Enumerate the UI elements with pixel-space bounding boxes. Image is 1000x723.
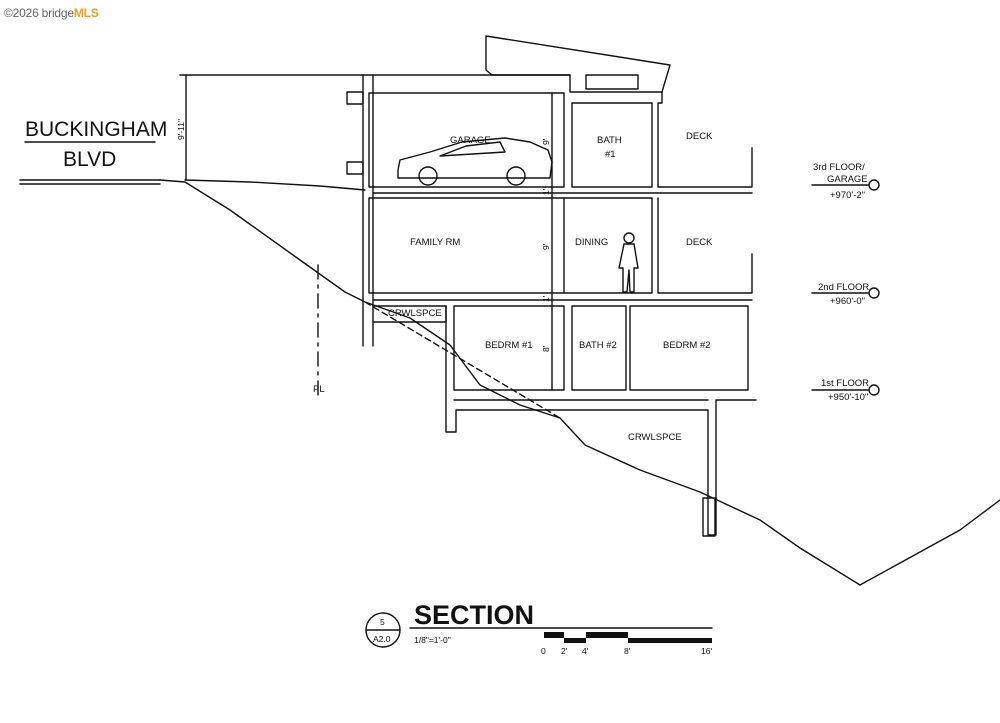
watermark-brand: MLS (73, 6, 99, 20)
skylight (585, 74, 639, 90)
crawl-upper-label: CRWLSPCE (388, 308, 442, 319)
dim-slab2-label: 1' (541, 295, 551, 302)
street-name-line2: BLVD (63, 148, 116, 171)
foundation-outline (445, 305, 757, 536)
scale-tick-2: 2' (561, 646, 568, 656)
bath1-room (571, 102, 653, 188)
bath2-label: BATH #2 (579, 340, 617, 351)
level1-marker (868, 384, 880, 396)
bedrm2-label: BEDRM #2 (663, 340, 711, 351)
dim-bedroom-label: 8' (541, 345, 551, 352)
bedrm1-room (453, 305, 565, 391)
level2-name: 2nd FLOOR (818, 282, 869, 293)
bath1-label-line2: #1 (605, 149, 616, 160)
level3-name-line2: GARAGE (827, 174, 868, 185)
wall-bump-lower (346, 161, 364, 175)
watermark-prefix: ©2026 bridge (4, 6, 74, 20)
street-name-line1: BUCKINGHAM (25, 118, 167, 141)
scale-tick-8: 8' (624, 646, 631, 656)
garage-room (368, 92, 565, 188)
deck-upper-outline (657, 91, 753, 188)
graphic-scale (544, 632, 712, 643)
crawl-lower-label: CRWLSPCE (628, 432, 682, 443)
family-room (368, 197, 653, 294)
bedrm1-label: BEDRM #1 (485, 340, 533, 351)
dining-label: DINING (575, 237, 608, 248)
bath2-room (571, 305, 627, 391)
dim-family-label: 9' (541, 243, 551, 250)
section-scale: 1/8"=1'-0" (414, 635, 451, 645)
property-line-label: PL (313, 384, 325, 395)
section-title: SECTION (414, 600, 534, 630)
car-window (439, 141, 506, 157)
existing-grade-dashed (364, 301, 561, 419)
deck-lower-label: DECK (686, 237, 713, 248)
roof (485, 35, 671, 93)
scale-tick-16: 16' (701, 646, 712, 656)
deck-lower-outline (657, 197, 753, 294)
family-room-label: FAMILY RM (410, 237, 460, 248)
level2-marker (868, 287, 880, 299)
section-number: 5 (380, 617, 385, 627)
car-wheel-rear (506, 166, 526, 186)
ground-line (159, 179, 1000, 586)
bedrm2-room (629, 305, 749, 391)
existing-grade-line (184, 179, 366, 191)
car-body (397, 137, 553, 179)
dim-slab1-label: 1' (541, 188, 551, 195)
dim-left-label: 9'-11" (176, 119, 186, 140)
scale-tick-4: 4' (582, 646, 589, 656)
section-sheet: A2.0 (373, 634, 391, 644)
deck-upper-label: DECK (686, 131, 713, 142)
car-wheel-front (418, 166, 438, 186)
footing (702, 497, 716, 537)
human-head (623, 232, 635, 244)
level2-elevation: +960'-0" (830, 296, 865, 307)
level1-name: 1st FLOOR (821, 378, 869, 389)
level3-elevation: +970'-2" (830, 190, 865, 201)
watermark: ©2026 bridgeMLS (4, 6, 99, 20)
level3-marker (868, 179, 880, 191)
garage-label: GARAGE (450, 135, 491, 146)
human-body (618, 243, 639, 293)
scale-tick-0: 0 (541, 646, 546, 656)
bath1-label-line1: BATH (597, 135, 622, 146)
level1-elevation: +950'-10" (828, 392, 868, 403)
wall-bump-upper (346, 91, 364, 105)
level3-name-line1: 3rd FLOOR/ (813, 162, 865, 173)
dim-garage-label: 9' (541, 138, 551, 145)
